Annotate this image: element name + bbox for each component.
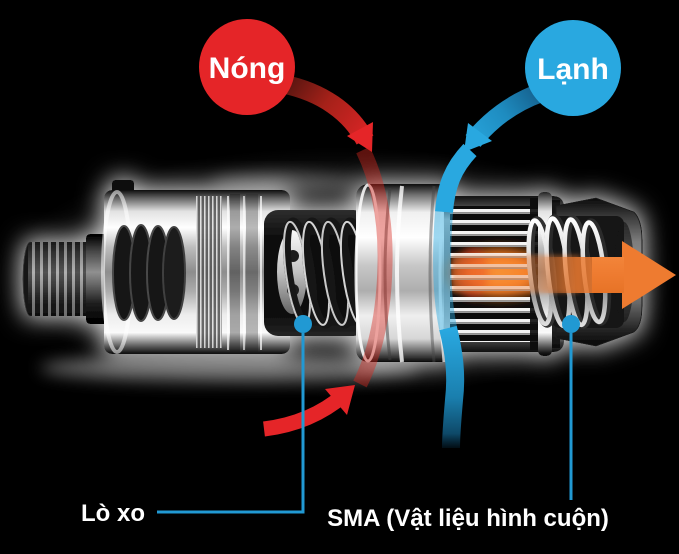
flange-front-rim: [354, 183, 382, 363]
mixed-outlet-arrow: [452, 241, 676, 309]
hot-wrap-ribbon: [353, 146, 393, 388]
spring-cutaway: [264, 210, 375, 336]
main-cylinder: [101, 180, 290, 354]
spring-callout-line: [157, 333, 305, 514]
hot-bubble-label: Nóng: [209, 52, 286, 85]
seal-rings: [112, 224, 186, 322]
hot-arrow-curve: [280, 74, 374, 145]
hot-return-arrow: [262, 385, 355, 437]
spring-label: Lò xo: [81, 500, 145, 527]
cold-bubble-label: Lạnh: [537, 53, 609, 86]
cold-ribbon-over-drum: [433, 211, 457, 330]
cold-ribbon-tail: [439, 325, 465, 449]
spline-shaft: [22, 234, 112, 324]
shaft-splines: [28, 242, 92, 316]
cold-bubble: Lạnh: [525, 20, 621, 116]
groove-ring-1: [230, 194, 240, 352]
mixed-arrow-neck: [592, 257, 624, 293]
hot-bubble-circle: [199, 19, 295, 115]
cold-flow-arrow: [464, 84, 544, 152]
sma-label: SMA (Vật liệu hình cuộn): [327, 505, 609, 532]
knurl-band: [196, 196, 222, 348]
cold-ribbon-top: [435, 143, 477, 213]
top-glow: [210, 173, 360, 193]
mixed-arrow-head: [622, 241, 676, 309]
under-glow: [40, 354, 420, 382]
spring-callout: [157, 315, 312, 514]
cold-bubble-circle: [525, 20, 621, 116]
hot-flow-arrow: [280, 74, 374, 152]
cold-arrow-head: [464, 123, 492, 152]
hot-arrow-head: [347, 122, 373, 152]
sma-callout: [562, 315, 580, 500]
cold-arrow-curve: [465, 84, 544, 148]
hot-bubble: Nóng: [199, 19, 295, 115]
sma-callout-dot: [562, 315, 580, 333]
cold-wrap-ribbon: [433, 143, 477, 449]
hot-return-head: [325, 385, 355, 415]
spring-callout-dot: [294, 315, 312, 333]
groove-ring-2: [246, 194, 258, 352]
